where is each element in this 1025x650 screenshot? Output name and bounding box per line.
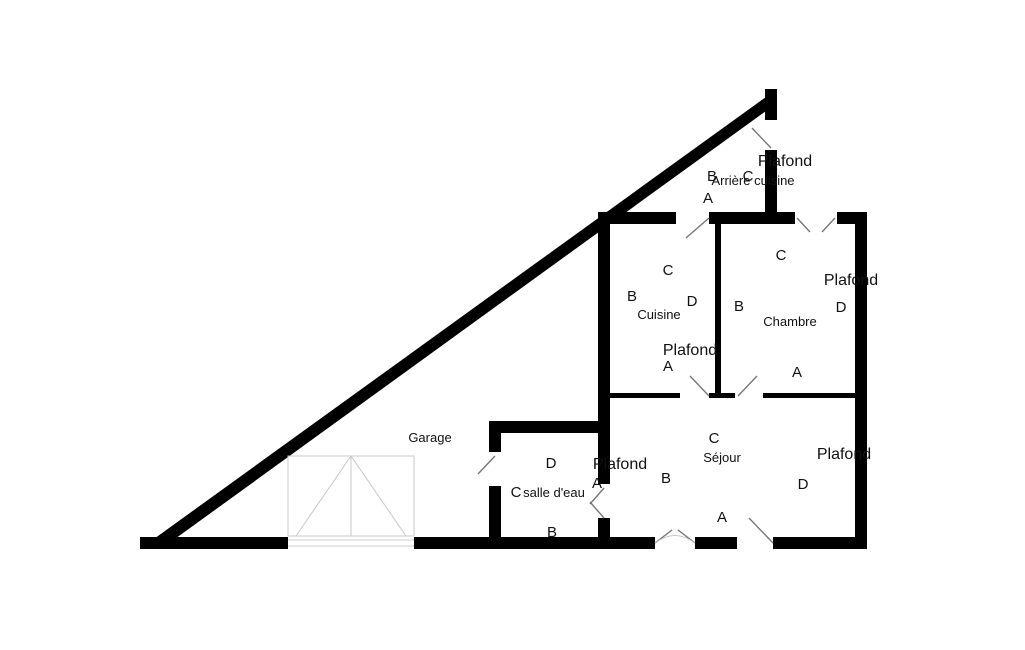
room-name-cuisine: Cuisine (637, 307, 680, 322)
ceiling-label-arriere-cuisine: Plafond (758, 153, 812, 170)
door-leaf (589, 487, 605, 505)
door-leaf (796, 217, 811, 233)
room-name-chambre: Chambre (763, 314, 816, 329)
wall-letter-b: B (707, 168, 717, 185)
arriere-cuisine-door-opening (764, 120, 778, 150)
sejour-door-opening-1 (655, 536, 695, 550)
wall-letter-c: C (776, 247, 787, 264)
cuisine-sejour-door-opening (680, 392, 709, 399)
ceiling-label-cuisine: Plafond (663, 342, 717, 359)
wall-letter-b: B (627, 288, 637, 305)
room-name-garage: Garage (408, 430, 451, 445)
door-leaf (589, 501, 605, 519)
wall-letter-a: A (792, 364, 802, 381)
wall-cuisine-chambre (715, 224, 721, 396)
wall-letter-c: C (511, 484, 522, 501)
wall-letter-c: C (709, 430, 720, 447)
room-name-sejour: Séjour (703, 450, 741, 465)
wall-letter-d: D (546, 455, 557, 472)
wall-letter-b: B (661, 470, 671, 487)
wall-right (855, 212, 867, 549)
doors (477, 127, 836, 544)
ceiling-label-sejour: Plafond (817, 446, 871, 463)
chambre-top-window-opening (795, 211, 837, 225)
sejour-door-opening-2 (737, 536, 773, 550)
wall-letter-d: D (836, 299, 847, 316)
wall-letter-a: A (703, 190, 713, 207)
labels: Garage Arrière cuisine Plafond A B C Cui… (408, 153, 878, 541)
wall-diagonal (140, 89, 777, 549)
openings (288, 120, 837, 550)
wall-salle-deau-top (489, 421, 610, 433)
wall-garage-separator (598, 222, 610, 549)
garage-door-opening (288, 536, 414, 550)
wall-letter-a: A (592, 475, 602, 492)
door-leaf (737, 375, 758, 397)
wall-letter-a: A (717, 509, 727, 526)
ceiling-label-salle-deau: Plafond (593, 456, 647, 473)
door-leaf (685, 217, 710, 239)
wall-letter-a: A (663, 358, 673, 375)
chambre-sejour-door-opening (735, 392, 763, 399)
door-leaf (821, 217, 836, 233)
room-name-arriere-cuisine: Arrière cuisine (711, 173, 794, 188)
wall-letter-c: C (663, 262, 674, 279)
room-name-salle-deau: salle d'eau (523, 485, 585, 500)
door-leaf (689, 375, 710, 397)
wall-letter-c: C (743, 168, 754, 185)
wall-letter-d: D (687, 293, 698, 310)
cuisine-top-door-opening (676, 211, 709, 225)
garage-door (287, 455, 415, 537)
door-leaf (748, 517, 774, 544)
wall-sejour-top (610, 393, 855, 398)
door-leaf (751, 127, 772, 149)
wall-letter-b: B (734, 298, 744, 315)
salle-deau-left-door-opening (488, 452, 502, 486)
ceiling-label-chambre: Plafond (824, 272, 878, 289)
wall-letter-b: B (547, 524, 557, 541)
door-leaf (477, 455, 496, 475)
wall-letter-d: D (798, 476, 809, 493)
